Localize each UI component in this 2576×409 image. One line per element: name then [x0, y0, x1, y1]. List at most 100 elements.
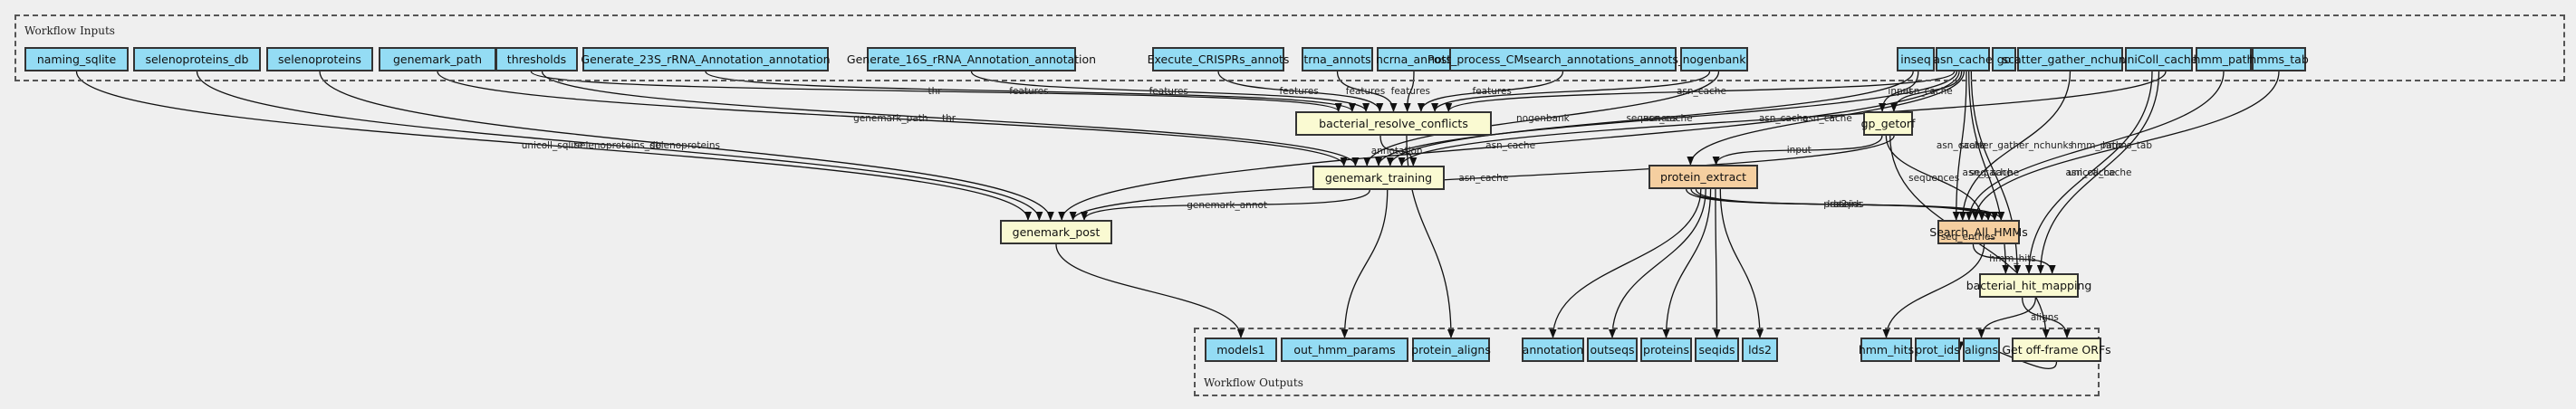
- workflow-inputs-label: Workflow Inputs: [24, 24, 115, 37]
- output-node-models1[interactable]: models1: [1205, 338, 1277, 362]
- edge-label: seq_cache: [1969, 166, 2020, 178]
- output-node-label: protein_aligns: [1411, 343, 1491, 357]
- input-node-crispr[interactable]: Execute_CRISPRs_annots: [1148, 47, 1289, 71]
- input-node-gen23s[interactable]: Generate_23S_rRNA_Annotation_annotation: [581, 47, 831, 71]
- edge-unicoll-to-bhm: [2036, 71, 2160, 274]
- input-node-cm5s[interactable]: Post_process_CMsearch_annotations_annots…: [1427, 47, 1698, 71]
- output-node-protein-aligns[interactable]: protein_aligns: [1411, 338, 1491, 362]
- input-node-thresholds[interactable]: thresholds: [495, 47, 578, 71]
- output-node-out-hmm-params[interactable]: out_hmm_params: [1281, 338, 1408, 362]
- edge-label: asn_cache: [2065, 166, 2116, 178]
- edge-asn-cache-to-gm-post: [1058, 71, 1960, 221]
- edge-label: seq_entries: [1940, 231, 1995, 243]
- input-node-label: uniColl_cache: [2119, 52, 2198, 66]
- edge-label: sequences: [1626, 113, 1677, 124]
- edge-label: genemark_path: [853, 113, 928, 124]
- input-node-label: hmms_tab: [2249, 52, 2309, 66]
- edge-gm-training-to-out-hmm-params: [1341, 189, 1389, 338]
- input-node-selenoproteins-db[interactable]: selenoproteins_db: [133, 47, 261, 71]
- output-node-outseqs[interactable]: outseqs: [1587, 338, 1638, 362]
- step-node-gm-training[interactable]: genemark_training: [1312, 166, 1445, 190]
- input-node-gen16s[interactable]: Generate_16S_rRNA_Annotation_annotation: [847, 47, 1096, 71]
- edge-asn-cache-to-gp-getorf: [1889, 71, 1963, 112]
- input-node-genemark-path[interactable]: genemark_path: [379, 47, 496, 71]
- output-node-annotation[interactable]: annotation: [1522, 338, 1584, 362]
- step-node-offframe[interactable]: Get off-frame ORFs: [2002, 338, 2111, 362]
- edge-hmms-tab-to-search-hmms: [1971, 71, 2280, 221]
- input-node-label: genemark_path: [392, 52, 483, 66]
- edge-label: unicoll_cache: [2067, 166, 2132, 178]
- input-node-sgn[interactable]: scatter_gather_nchunks: [2003, 47, 2138, 71]
- input-node-label: selenoproteins: [278, 52, 361, 66]
- input-node-label: inseq: [1900, 52, 1931, 66]
- edge-nogenbank-to-gm-training: [1363, 71, 1720, 166]
- output-node-proteins[interactable]: proteins: [1640, 338, 1692, 362]
- edge-label: asn_cache: [1802, 112, 1852, 124]
- input-node-label: ncrna_annots: [1375, 52, 1453, 66]
- step-node-gm-post[interactable]: genemark_post: [1000, 220, 1112, 244]
- edge-bhm-to-aligns: [1977, 297, 2036, 338]
- edge-label: features: [1009, 86, 1049, 97]
- edge-label: unicoll_sqlite: [521, 140, 583, 151]
- edge-selenoproteins-to-gm-post: [319, 71, 1054, 221]
- edge-label: genemark_annot: [1187, 199, 1268, 211]
- edge-brc-to-gm-training: [1379, 135, 1418, 166]
- input-node-label: Post_process_CMsearch_annotations_annots…: [1427, 52, 1699, 66]
- input-node-inseq[interactable]: inseq: [1897, 47, 1935, 71]
- edge-protein-extract-to-annotation: [1549, 188, 1702, 338]
- output-node-label: hmm_hits: [1858, 343, 1915, 357]
- step-node-label: protein_extract: [1659, 170, 1747, 184]
- output-node-hmm-hits[interactable]: hmm_hits: [1858, 338, 1915, 362]
- input-node-unicoll[interactable]: uniColl_cache: [2120, 47, 2197, 71]
- step-node-brc[interactable]: bacterial_resolve_conflicts: [1295, 111, 1492, 136]
- input-node-selenoproteins[interactable]: selenoproteins: [266, 47, 373, 71]
- edge-protein-extract-to-seqids: [1713, 188, 1721, 338]
- output-node-label: aligns: [1965, 343, 1998, 357]
- input-node-label: go: [1996, 52, 2012, 66]
- step-node-bhm[interactable]: bacterial_hit_mapping: [1966, 273, 2091, 298]
- edge-label: asn_cache: [1485, 140, 1536, 151]
- step-node-search-hmms[interactable]: Search_All_HMMs: [1929, 220, 2028, 244]
- input-node-asn-cache[interactable]: asn_cache: [1933, 47, 1993, 71]
- output-node-label: proteins: [1643, 343, 1689, 357]
- output-node-label: seqids: [1698, 343, 1735, 357]
- edge-label: aligns: [2030, 312, 2059, 323]
- input-node-naming-sqlite[interactable]: naming_sqlite: [24, 47, 129, 71]
- edge-asn-cache-to-protein-extract: [1687, 71, 1965, 166]
- edge-search-hmms-to-bhm: [1972, 243, 2056, 274]
- edge-bhm-to-offframe: [2022, 297, 2071, 338]
- edge-protein-extract-to-proteins: [1662, 188, 1712, 338]
- input-node-hmm-path[interactable]: hmm_path: [2194, 47, 2254, 71]
- edge-label: features: [1472, 86, 1512, 97]
- edge-label: asn_cache: [1758, 113, 1809, 124]
- input-node-trna[interactable]: trna_annots: [1302, 47, 1373, 71]
- step-node-gp-getorf[interactable]: gp_getorf: [1861, 111, 1915, 136]
- edge-label: features: [1279, 86, 1319, 97]
- input-node-nogenbank[interactable]: nogenbank: [1680, 47, 1748, 71]
- input-node-label: Generate_23S_rRNA_Annotation_annotation: [581, 52, 831, 66]
- step-node-label: Get off-frame ORFs: [2002, 343, 2111, 357]
- edge-label: asn_cache: [1677, 86, 1726, 97]
- input-node-label: Execute_CRISPRs_annots: [1147, 52, 1290, 66]
- input-node-ncrna[interactable]: ncrna_annots: [1375, 47, 1453, 71]
- edge-naming-sqlite-to-gm-post: [75, 71, 1032, 221]
- edge-label: features: [1149, 86, 1188, 97]
- output-node-lds2[interactable]: lds2: [1742, 338, 1778, 362]
- output-node-aligns[interactable]: aligns: [1963, 338, 2000, 362]
- input-node-label: naming_sqlite: [36, 52, 117, 66]
- edge-label: sequences: [1908, 172, 1960, 184]
- output-node-prot-ids[interactable]: prot_ids: [1915, 338, 1960, 362]
- edge-label: thr: [941, 113, 956, 124]
- step-node-label: genemark_post: [1012, 225, 1101, 239]
- edge-inseq-to-gm-training: [1386, 71, 1914, 166]
- edge-trna-to-brc: [1336, 71, 1398, 112]
- edge-protein-extract-to-lds2: [1719, 188, 1764, 338]
- input-node-hmms-tab[interactable]: hmms_tab: [2249, 47, 2309, 71]
- input-node-go[interactable]: go: [1992, 47, 2016, 71]
- output-node-seqids[interactable]: seqids: [1695, 338, 1739, 362]
- input-node-label: asn_cache: [1933, 52, 1993, 66]
- edge-label: asn_cache: [1962, 166, 2013, 178]
- edge-label: asn_cache: [1458, 172, 1509, 184]
- step-node-protein-extract[interactable]: protein_extract: [1648, 165, 1758, 189]
- edge-label: hmm_hits: [1989, 253, 2036, 264]
